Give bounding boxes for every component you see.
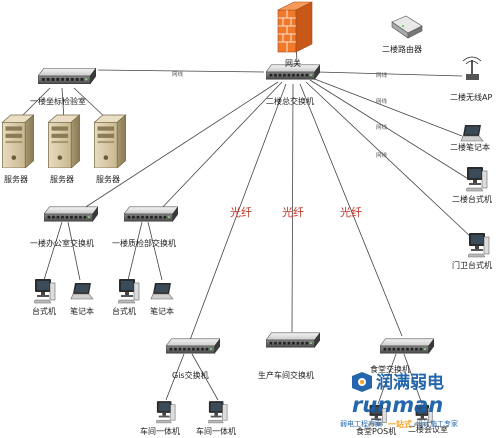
workshop-pc-label-b: 车间一体机 <box>196 426 236 436</box>
line-canteen-meeting <box>403 353 423 405</box>
canteen-switch-label: 食堂交换机 <box>370 364 410 374</box>
cable-label-desktop-2f: 网线 <box>376 123 388 131</box>
line-qc-laptop <box>147 221 163 281</box>
qc-switch-icon <box>124 206 178 222</box>
line-canteen-pos <box>377 353 397 405</box>
qc-desktop-label: 台式机 <box>112 306 136 316</box>
line-core-laptop-2f <box>311 77 463 137</box>
firewall-icon <box>277 1 313 53</box>
gate-desktop-label: 门卫台式机 <box>452 260 492 270</box>
fiber-label-workshop: 光纤 <box>282 205 304 219</box>
office-switch-icon <box>44 206 98 222</box>
gis-switch-icon <box>166 338 220 354</box>
workshop-pc-icon-b <box>208 400 228 424</box>
server-icon-c <box>93 114 127 168</box>
server-icon-b <box>47 114 81 168</box>
cable-label-laptop-2f: 网线 <box>376 97 388 105</box>
logo-emblem-icon <box>352 372 372 392</box>
fiber-label-gis: 光纤 <box>230 205 252 219</box>
workshop-switch-icon <box>266 332 320 348</box>
qc-laptop-icon <box>150 282 174 300</box>
office-laptop-label: 笔记本 <box>70 306 94 316</box>
office-desktop-icon <box>34 278 56 304</box>
line-lab-server-c <box>73 87 109 121</box>
server-label-c: 服务器 <box>96 174 120 184</box>
router-label: 二楼路由器 <box>382 44 422 54</box>
logo-tagline-c: 设计施工专家 <box>416 419 458 428</box>
logo-english-name: runman <box>352 393 443 417</box>
wireless-ap-label: 二楼无线AP <box>450 92 492 102</box>
line-core-workshop <box>291 83 294 333</box>
workshop-pc-icon-a <box>156 400 176 424</box>
runman-logo: 润满弱电 runman 弱电工程方案 一站式 设计施工专家 <box>340 372 458 429</box>
gateway-label: 网关 <box>285 58 301 68</box>
canteen-switch-icon <box>380 338 434 354</box>
line-core-gis <box>189 83 287 341</box>
router-icon <box>391 15 423 39</box>
line-core-canteen <box>299 83 403 337</box>
office-desktop-label: 台式机 <box>32 306 56 316</box>
line-office-desktop <box>43 221 63 281</box>
line-lab-server-b <box>61 87 65 121</box>
connection-lines <box>17 37 473 405</box>
line-gis-pc-b <box>191 353 219 401</box>
logo-tagline-b: 一站式 <box>388 419 412 429</box>
qc-switch-label: 一楼质检部交换机 <box>112 238 176 248</box>
lab-switch-label: 一楼坐标检验室 <box>30 96 86 106</box>
laptop-2f-label: 二楼笔记本 <box>450 142 490 152</box>
office-laptop-icon <box>70 282 94 300</box>
server-icon-a <box>1 114 35 168</box>
logo-chinese-name: 润满弱电 <box>376 372 444 393</box>
gate-desktop-icon <box>468 232 490 258</box>
canteen-pos-label: 食堂POS机 <box>356 426 396 436</box>
meeting-room-label: 二楼会议室 <box>408 424 448 434</box>
line-core-qc <box>157 81 283 213</box>
qc-desktop-icon <box>118 278 140 304</box>
lab-switch-icon <box>38 67 96 85</box>
cable-label-ap: 网线 <box>376 71 388 79</box>
line-lab-server-a <box>17 87 51 121</box>
line-core-lab <box>97 69 265 73</box>
cable-label-gate: 网线 <box>376 151 388 159</box>
line-core-ap <box>317 71 463 77</box>
fiber-label-canteen: 光纤 <box>340 205 362 219</box>
cable-label-lab: 网线 <box>172 70 184 78</box>
server-label-a: 服务器 <box>4 174 28 184</box>
office-switch-label: 一楼办公室交换机 <box>30 238 94 248</box>
line-core-office <box>77 81 279 213</box>
cable-labels: 网线 网线 网线 网线 网线 光纤 光纤 光纤 <box>172 70 388 219</box>
gis-switch-label: Gis交换机 <box>172 370 209 380</box>
qc-laptop-label: 笔记本 <box>150 306 174 316</box>
line-gis-pc-a <box>165 353 185 401</box>
desktop-2f-icon <box>466 166 488 192</box>
workshop-switch-label: 生产车间交换机 <box>258 370 314 380</box>
server-label-b: 服务器 <box>50 174 74 184</box>
wireless-ap-icon <box>462 56 482 80</box>
workshop-pc-label-a: 车间一体机 <box>140 426 180 436</box>
line-qc-desktop <box>127 221 143 281</box>
line-office-laptop <box>67 221 81 281</box>
line-core-gate-desktop <box>305 81 473 239</box>
desktop-2f-label: 二楼台式机 <box>452 194 492 204</box>
logo-tagline-a: 弱电工程方案 <box>340 419 382 428</box>
laptop-2f-icon <box>460 124 484 142</box>
line-core-desktop-2f <box>309 79 471 181</box>
core-switch-label: 二楼总交换机 <box>266 96 314 106</box>
